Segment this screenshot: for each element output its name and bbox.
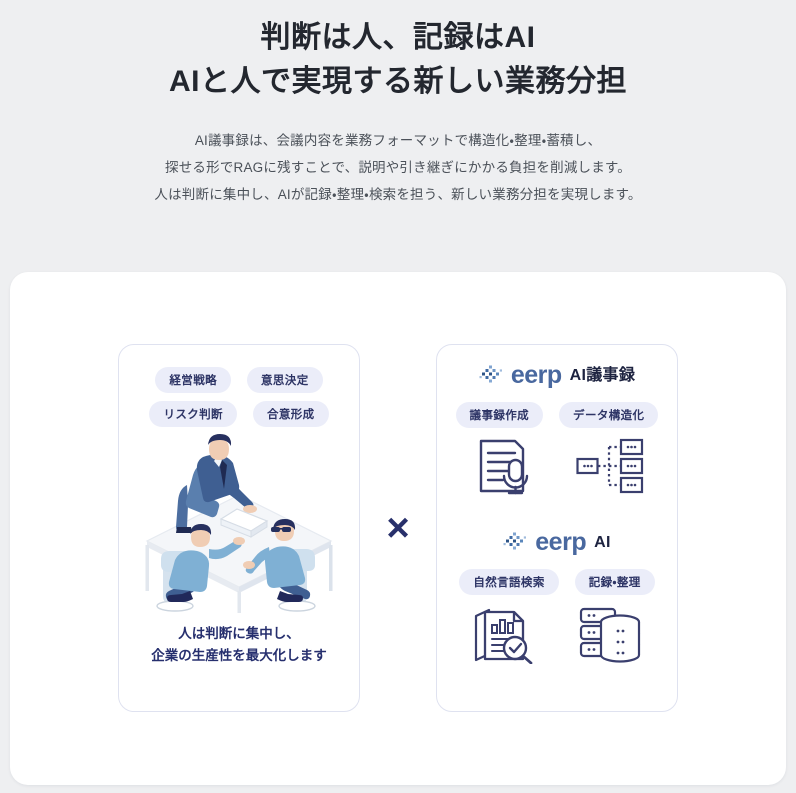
human-panel-caption-line-1: 人は判断に集中し、 [178, 626, 300, 641]
eerp-logo-mark-icon [479, 365, 502, 382]
human-panel-caption: 人は判断に集中し、 企業の生産性を最大化します [119, 623, 359, 666]
document-search-check-icon [474, 608, 533, 664]
comparison-panels: 経営戦略 意思決定 リスク判断 合意形成 [10, 344, 786, 712]
database-server-icon [579, 607, 641, 663]
page-description-line-2: 探せる形でRAGに残すことで、説明や引き継ぎにかかる負担を削減します。 [165, 160, 631, 175]
ai-panel-top-pills: 議事録作成 データ構造化 [437, 402, 677, 428]
diagram-card: 経営戦略 意思決定 リスク判断 合意形成 [10, 272, 786, 785]
pill-goui-keisei: 合意形成 [252, 401, 329, 427]
eerp-logo-wordmark: eerp [535, 528, 587, 556]
eerp-ai-gijiroku-logo: eerp AI議事録 [437, 345, 677, 388]
data-structure-tree-icon [576, 438, 644, 494]
meeting-people-illustration [145, 434, 333, 613]
page-description-line-1: AI議事録は、会議内容を業務フォーマットで構造化・整理・蓄積し、 [194, 133, 602, 148]
pill-row: リスク判断 合意形成 [119, 401, 359, 427]
panel-spacer [437, 498, 677, 512]
document-microphone-icon [479, 439, 529, 495]
ai-panel: eerp AI議事録 議事録作成 データ構造化 [436, 344, 678, 712]
eerp-ai-logo: eerp AI [437, 512, 677, 555]
ai-panel-bottom-icons [437, 603, 677, 665]
human-panel: 経営戦略 意思決定 リスク判断 合意形成 [118, 344, 360, 712]
pill-kiroku-seiri: 記録・整理 [574, 569, 655, 595]
ai-panel-top-icons [437, 436, 677, 498]
page-title-line-2: AIと人で実現する新しい業務分担 [169, 64, 627, 98]
pill-row: 経営戦略 意思決定 [119, 367, 359, 393]
icon-cell [570, 436, 650, 498]
eerp-logo-wordmark: eerp [510, 361, 562, 389]
pill-shizen-gengo-kensaku: 自然言語検索 [459, 569, 559, 595]
page-description: AI議事録は、会議内容を業務フォーマットで構造化・整理・蓄積し、 探せる形でRA… [93, 127, 703, 208]
human-panel-pills: 経営戦略 意思決定 リスク判断 合意形成 [119, 345, 359, 427]
icon-cell [570, 603, 650, 665]
human-panel-caption-line-2: 企業の生産性を最大化します [151, 647, 327, 663]
pill-gijiroku-sakusei: 議事録作成 [455, 402, 544, 428]
pill-ishi-kettei: 意思決定 [247, 367, 323, 393]
eerp-logo-suffix: AI議事録 [569, 366, 636, 384]
multiply-icon: × [386, 506, 410, 550]
multiply-symbol-wrap: × [376, 344, 420, 712]
eerp-logo-suffix: AI [594, 533, 611, 551]
page-title: 判断は人、記録はAI AIと人で実現する新しい業務分担 [0, 0, 796, 103]
pill-keiei-senryaku: 経営戦略 [155, 367, 231, 393]
pill-data-kouzouka: データ構造化 [559, 402, 659, 428]
page-title-line-1: 判断は人、記録はAI [260, 21, 536, 54]
eerp-logo-mark-icon [503, 532, 527, 549]
page-description-line-3: 人は判断に集中し、AIが記録・整理・検索を担う、新しい業務分担を実現します。 [154, 187, 642, 202]
ai-panel-bottom-pills: 自然言語検索 記録・整理 [437, 569, 677, 595]
pill-risk-handan: リスク判断 [149, 401, 237, 427]
icon-cell [464, 436, 544, 498]
icon-cell [464, 603, 544, 665]
